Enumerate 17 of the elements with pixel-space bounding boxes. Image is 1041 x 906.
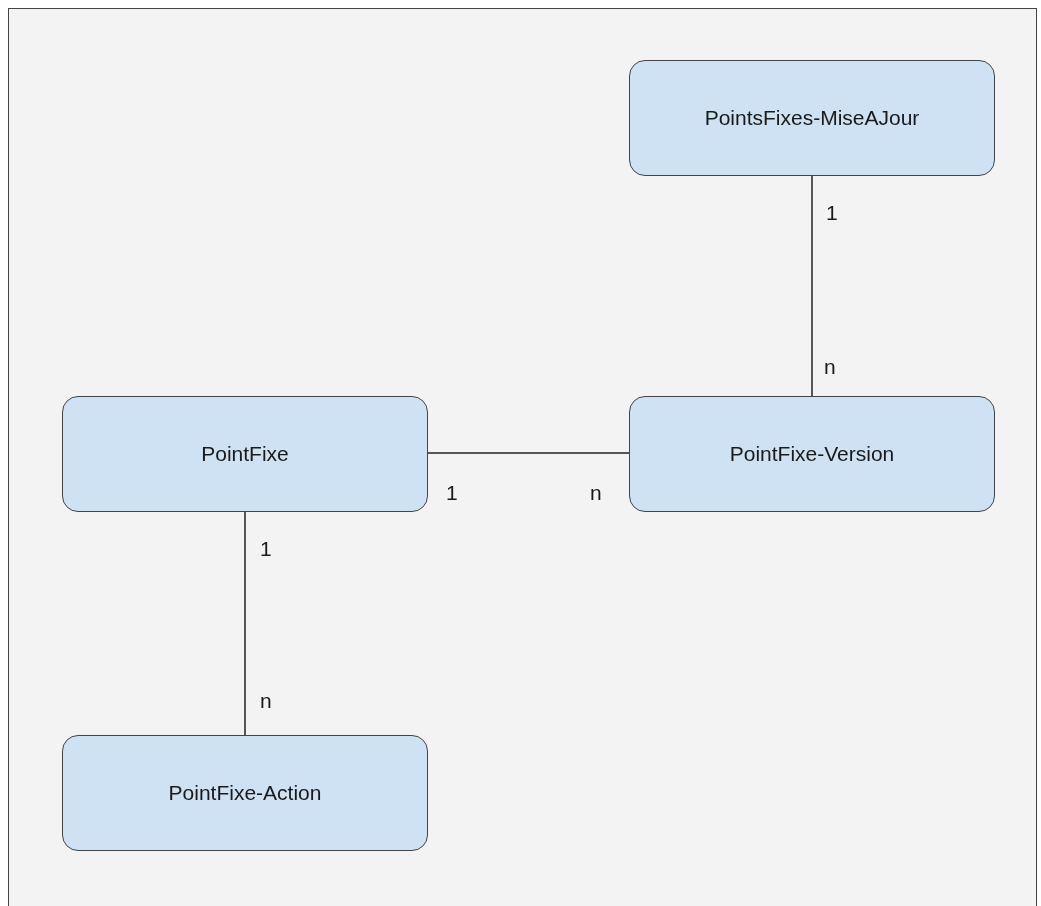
connector-line xyxy=(427,452,630,454)
connector-line xyxy=(244,511,246,736)
cardinality-label: n xyxy=(260,690,272,711)
entity-box xyxy=(62,735,428,851)
cardinality-label: 1 xyxy=(446,482,458,503)
cardinality-label: 1 xyxy=(260,538,272,559)
entity-box xyxy=(62,396,428,512)
entity-name: PointFixe xyxy=(201,442,289,466)
cardinality-label: 1 xyxy=(826,202,838,223)
entity-box xyxy=(629,60,995,176)
entity-name: PointFixe-Version xyxy=(729,442,895,466)
entity-box xyxy=(629,396,995,512)
cardinality-label: n xyxy=(824,356,836,377)
entity-name: PointFixe-Action xyxy=(168,781,322,805)
cardinality-label: n xyxy=(590,482,602,503)
connector-line xyxy=(811,175,813,397)
entity-name: PointsFixes-MiseAJour xyxy=(704,106,920,130)
